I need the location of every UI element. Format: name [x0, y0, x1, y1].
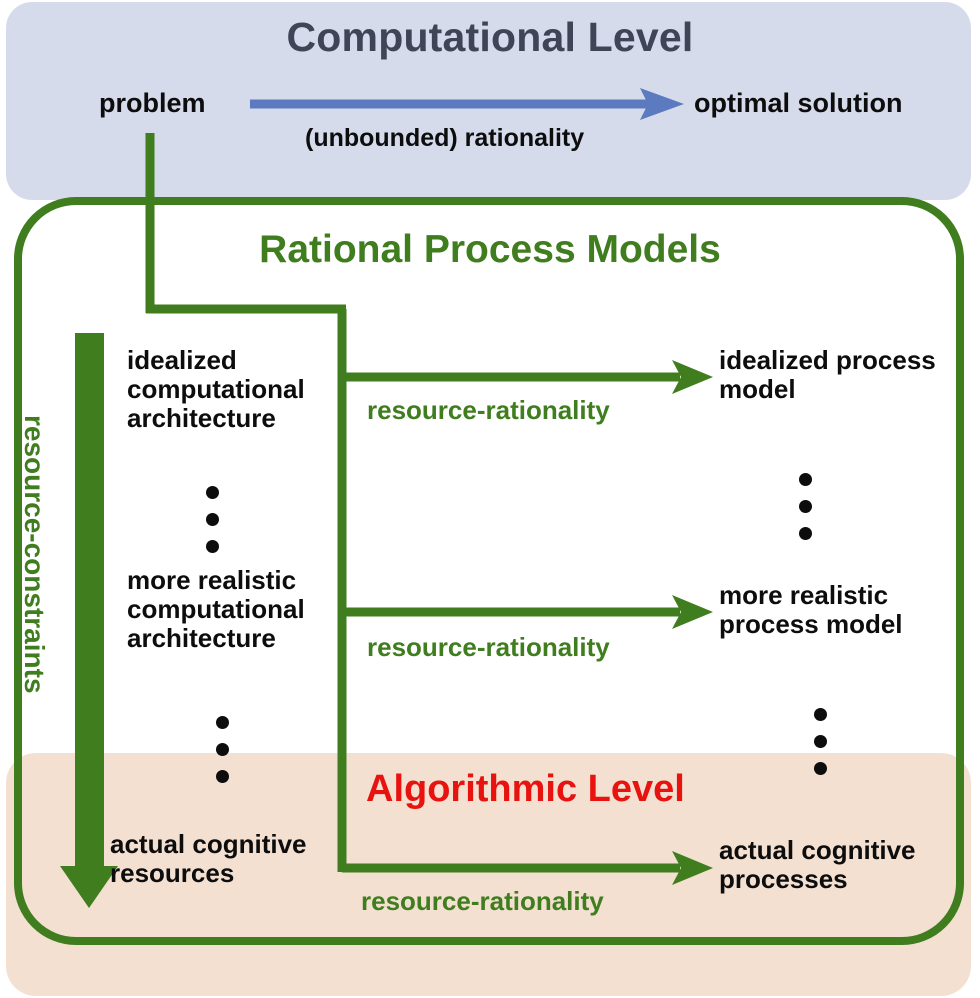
ellipsis-dot	[814, 708, 827, 721]
ellipsis-dot	[206, 486, 219, 499]
unbounded-rationality-label: (unbounded) rationality	[305, 124, 585, 152]
ellipsis-dot	[814, 735, 827, 748]
ellipsis-dot	[216, 770, 229, 783]
idealized-computational-architecture-label: idealized computational architecture	[127, 345, 305, 434]
right-arrow-icon	[250, 88, 684, 120]
vertical-ellipsis-icon	[799, 473, 812, 540]
resource-constraints-label: resource-constraints	[19, 415, 50, 694]
ellipsis-dot	[206, 513, 219, 526]
resource-rationality-label-3: resource-rationality	[361, 886, 604, 916]
actual-cognitive-resources-label: actual cognitive resources	[110, 829, 307, 889]
more-realistic-computational-architecture-label: more realistic computational architectur…	[127, 565, 305, 654]
ellipsis-dot	[216, 716, 229, 729]
ellipsis-dot	[799, 500, 812, 513]
idealized-process-model-label: idealized process model	[719, 345, 936, 405]
ellipsis-dot	[799, 473, 812, 486]
ellipsis-dot	[799, 527, 812, 540]
vertical-ellipsis-icon	[814, 708, 827, 775]
algorithmic-level-band	[6, 753, 971, 996]
vertical-ellipsis-icon	[216, 716, 229, 783]
ellipsis-dot	[814, 762, 827, 775]
resource-rationality-label-2: resource-rationality	[367, 632, 610, 662]
rational-process-models-box	[14, 197, 964, 945]
problem-node-label: problem	[99, 88, 206, 118]
ellipsis-dot	[206, 540, 219, 553]
optimal-solution-node-label: optimal solution	[694, 88, 903, 118]
rational-process-models-title: Rational Process Models	[259, 228, 721, 271]
algorithmic-level-title: Algorithmic Level	[366, 768, 685, 810]
ellipsis-dot	[216, 743, 229, 756]
more-realistic-process-model-label: more realistic process model	[719, 580, 903, 640]
vertical-ellipsis-icon	[206, 486, 219, 553]
computational-level-title: Computational Level	[286, 14, 694, 60]
actual-cognitive-processes-label: actual cognitive processes	[719, 835, 916, 895]
resource-rationality-label-1: resource-rationality	[367, 395, 610, 425]
